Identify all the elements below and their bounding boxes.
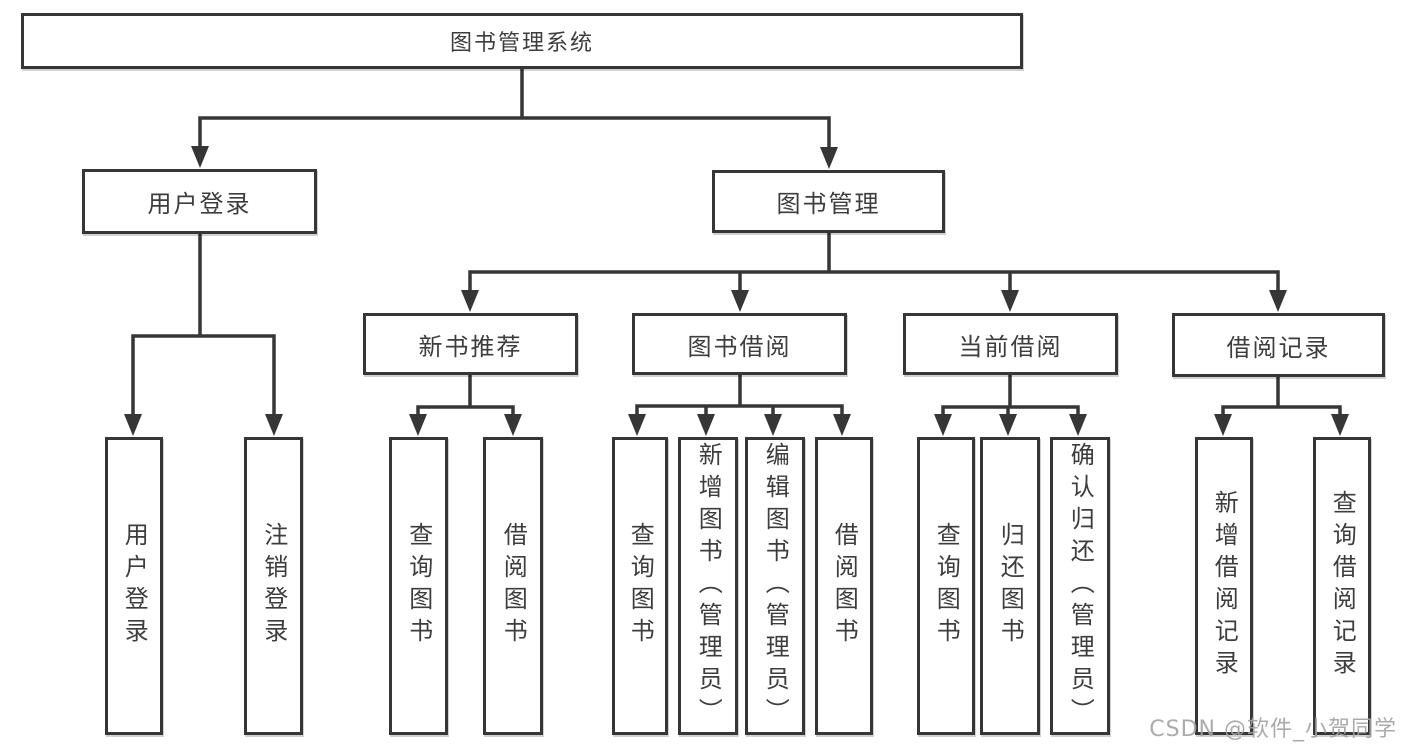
node-label: 图书管理系统 xyxy=(449,31,594,56)
node-book-management: 图书管理 xyxy=(712,170,945,233)
node-label: 确认归还（管理员） xyxy=(1066,442,1095,730)
node-leaf-return-book: 归还图书 xyxy=(980,437,1040,735)
node-label: 用户登录 xyxy=(120,522,149,650)
node-label: 图书借阅 xyxy=(687,332,792,361)
node-leaf-user-login: 用户登录 xyxy=(105,437,163,735)
node-label: 新书推荐 xyxy=(418,332,523,361)
connector-paths xyxy=(131,67,1342,422)
node-current-borrowing: 当前借阅 xyxy=(903,313,1118,375)
node-label: 查询图书 xyxy=(626,522,655,650)
node-label: 新增图书（管理员） xyxy=(694,442,723,730)
node-label: 借阅记录 xyxy=(1226,333,1331,362)
node-book-management-system: 图书管理系统 xyxy=(21,13,1023,69)
node-book-borrowing: 图书借阅 xyxy=(632,313,847,375)
node-label: 新增借阅记录 xyxy=(1210,490,1239,682)
node-label: 借阅图书 xyxy=(830,522,859,650)
node-leaf-search-books-recommend: 查询图书 xyxy=(389,437,448,735)
watermark: CSDN @软件_小贺同学 xyxy=(1149,717,1397,742)
node-label: 查询图书 xyxy=(404,522,433,650)
node-leaf-add-borrow-record: 新增借阅记录 xyxy=(1195,437,1253,735)
node-label: 查询借阅记录 xyxy=(1328,490,1357,682)
node-user-login: 用户登录 xyxy=(82,169,317,234)
node-leaf-borrow-books-recommend: 借阅图书 xyxy=(483,437,543,735)
node-leaf-edit-book-admin: 编辑图书（管理员） xyxy=(745,437,805,735)
node-label: 编辑图书（管理员） xyxy=(761,442,790,730)
node-label: 图书管理 xyxy=(776,190,881,218)
arrowhead-icons xyxy=(124,146,1349,436)
node-leaf-search-borrow-record: 查询借阅记录 xyxy=(1313,437,1371,735)
node-label: 查询图书 xyxy=(932,522,961,650)
node-label: 归还图书 xyxy=(996,522,1025,650)
node-label: 注销登录 xyxy=(259,522,288,650)
node-label: 用户登录 xyxy=(147,190,252,218)
node-leaf-add-book-admin: 新增图书（管理员） xyxy=(678,437,738,735)
node-borrowing-records: 借阅记录 xyxy=(1172,313,1385,377)
node-leaf-borrow-books-borrowing: 借阅图书 xyxy=(815,437,873,735)
node-leaf-search-books-borrowing: 查询图书 xyxy=(612,437,668,735)
node-label: 当前借阅 xyxy=(958,332,1063,361)
node-label: 借阅图书 xyxy=(499,522,528,650)
node-leaf-logout: 注销登录 xyxy=(244,437,303,735)
node-leaf-confirm-return-admin: 确认归还（管理员） xyxy=(1050,437,1110,735)
node-new-book-recommendation: 新书推荐 xyxy=(363,313,578,375)
node-leaf-search-books-current: 查询图书 xyxy=(917,437,975,735)
